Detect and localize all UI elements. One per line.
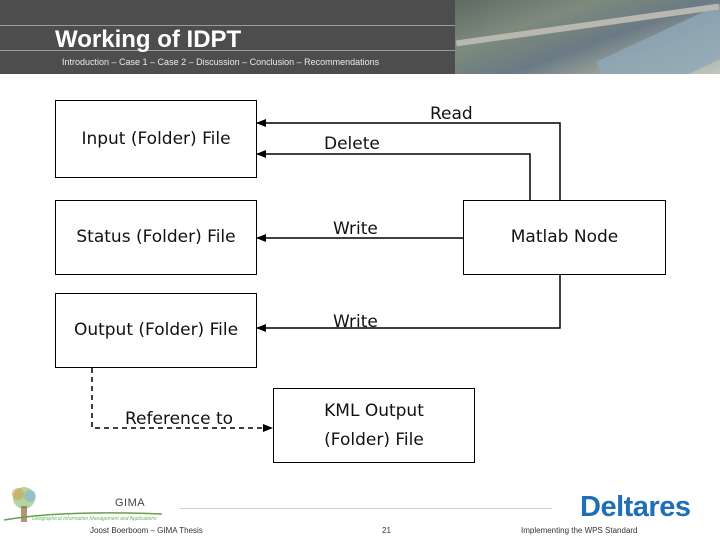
- write-output-arrow: [256, 275, 561, 332]
- reference-label: Reference to: [125, 409, 234, 429]
- write-status-label: Write: [333, 219, 378, 239]
- kml-output-box: KML Output (Folder) File: [273, 388, 475, 463]
- gima-logo-subtext: Geographical Information Management and …: [32, 516, 157, 522]
- matlab-node-box: Matlab Node: [463, 200, 666, 275]
- read-arrow: [256, 119, 561, 200]
- delete-arrow: [256, 150, 531, 200]
- footer-topic: Implementing the WPS Standard: [521, 526, 638, 535]
- kml-output-label-line1: KML Output: [324, 400, 424, 421]
- slide-title: Working of IDPT: [55, 26, 242, 53]
- output-folder-file-box: Output (Folder) File: [55, 293, 257, 368]
- reference-arrow: [91, 368, 273, 432]
- write-output-label: Write: [333, 312, 378, 332]
- kml-output-label-line2: (Folder) File: [324, 429, 424, 450]
- header-divider-top: [0, 25, 455, 26]
- deltares-logo: Deltares: [580, 491, 691, 523]
- status-folder-file-box: Status (Folder) File: [55, 200, 257, 275]
- footer-author: Joost Boerboom – GIMA Thesis: [90, 526, 203, 535]
- output-folder-file-label: Output (Folder) File: [73, 320, 239, 341]
- matlab-node-label: Matlab Node: [510, 227, 619, 248]
- status-folder-file-label: Status (Folder) File: [76, 227, 236, 248]
- gima-logo-icon: [3, 487, 163, 522]
- delete-label: Delete: [324, 134, 380, 154]
- input-folder-file-box: Input (Folder) File: [55, 100, 257, 178]
- read-label: Read: [430, 104, 473, 124]
- input-folder-file-label: Input (Folder) File: [81, 128, 231, 149]
- footer-page-number: 21: [382, 526, 391, 535]
- header-photo: [455, 0, 720, 74]
- header-banner: Working of IDPT Introduction – Case 1 – …: [0, 0, 720, 74]
- footer-divider: [180, 508, 552, 509]
- header-divider-bottom: [0, 50, 455, 51]
- gima-logo-text: GIMA: [115, 497, 146, 509]
- breadcrumb: Introduction – Case 1 – Case 2 – Discuss…: [62, 57, 380, 67]
